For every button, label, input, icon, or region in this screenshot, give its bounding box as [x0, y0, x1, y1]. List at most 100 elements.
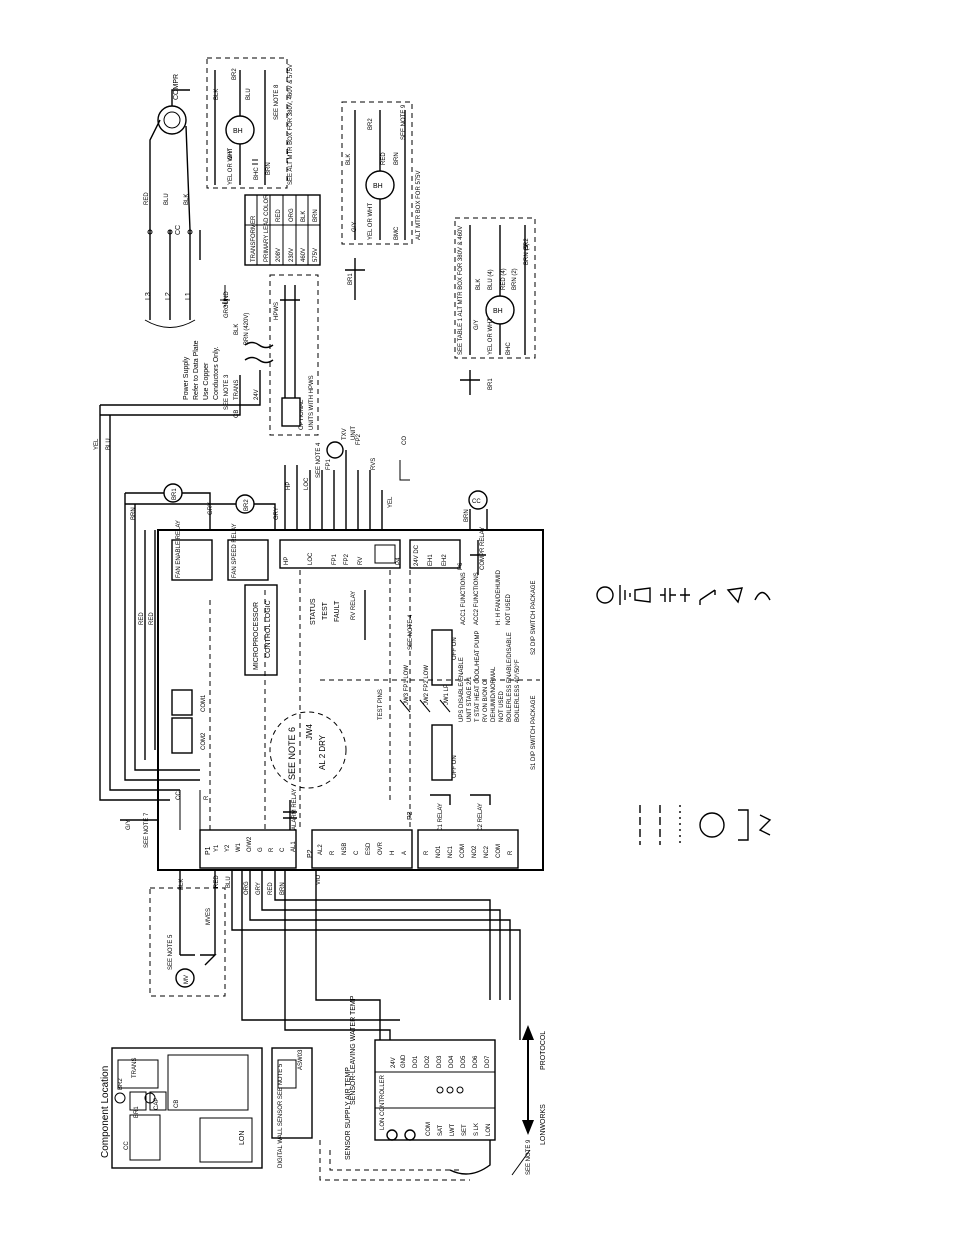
p3-no1: NO1	[436, 845, 442, 858]
left-harness: RED RED SEE NOTE 7 G/Y CC R	[99, 405, 210, 848]
lon-term-sat: SAT	[438, 1124, 444, 1136]
control-board: MICROPROCESSOR CONTROL LOGIC FAN ENABLE …	[157, 520, 544, 871]
trans-24v: 24V	[254, 389, 260, 400]
fan-enable-relay: FAN ENABLE RELAY	[176, 520, 182, 578]
s2-label: S2 DIP SWITCH PACKAGE	[531, 581, 537, 655]
transformer-table: TRANSFORMER PRIMARY LEAD COLOR 208V RED …	[244, 194, 321, 266]
term-eh1: EH1	[428, 554, 434, 566]
legend-relay-icon	[680, 588, 690, 602]
motor3-brn5: BRN (5)	[524, 243, 530, 265]
compr-wire-red: RED	[144, 192, 150, 205]
blower-relays-right: BR1 BR1 BR2	[345, 238, 530, 395]
p1-y2: Y2	[225, 844, 231, 852]
p2-ovr: OVR	[378, 841, 384, 855]
trans-row1-v: 208V	[276, 248, 282, 262]
power-supply-line3: Use Copper	[203, 362, 210, 400]
sensor-txv: TXV	[342, 428, 348, 440]
left-cc: CC	[176, 791, 182, 800]
s1-item-7: BOILERLESS 40°/50°F	[515, 659, 521, 722]
term-24vdc: 24V DC	[414, 544, 420, 566]
s2-item-hfan: H: H FAN/DEHUMID	[496, 569, 502, 625]
motor3-blk: BLK	[476, 279, 482, 290]
acc1-relay: ACC1 RELAY	[438, 803, 444, 840]
p1-ow2: O/W2	[247, 836, 253, 852]
motor-box-2: BH ALT MTR BOX FOR 575V SEE NOTE 9 BLK B…	[341, 101, 422, 245]
legend-pressure-icon	[726, 587, 743, 604]
mv-wire-blu: BLU	[226, 876, 232, 888]
power-supply-title: Power Supply	[183, 356, 190, 400]
p2-h: H	[390, 851, 396, 855]
component-location-panel: Component Location LON CC CAP CB BR2 BR1…	[100, 1047, 263, 1169]
lon-controller: LON CONTROLLER 24V GND DO1 DO2 DO3 DO4 D…	[374, 1039, 496, 1141]
br2-label-a: BR2	[524, 238, 530, 250]
lon-term-lwt: LWT	[450, 1123, 456, 1136]
lon-term-lon: LON	[486, 1124, 492, 1136]
trans-row4-v: 575V	[313, 248, 319, 262]
legend-thermal-icon	[758, 814, 772, 836]
motor3-gy: G/Y	[474, 320, 480, 330]
motor2-bmc: BMC	[394, 226, 400, 240]
s2-item-notused: NOT USED	[506, 593, 512, 625]
legend-ground-icon	[619, 585, 631, 605]
p1-al1: AL1	[291, 841, 297, 852]
p1-g: G	[258, 847, 264, 852]
al2-dry: AL 2 DRY	[318, 734, 327, 770]
jw3-label: JW3 FP1 LOW	[404, 665, 410, 705]
legend-symbols	[596, 585, 772, 845]
s2-off-on: OFF ON	[452, 637, 458, 660]
test-led: TEST	[322, 601, 329, 620]
compr-wire-blk: BLK	[184, 194, 190, 205]
sensor-note4: SEE NOTE 4	[316, 442, 322, 478]
trans-row3-c: BLK	[301, 211, 307, 222]
sensor-supply-air: SENSOR SUPPLY AIR TEMP	[345, 1067, 352, 1160]
safety-sensors: HP LOC SEE NOTE 4 FP1 TXV UNIT FP2 RVS C…	[284, 426, 488, 530]
motor3-bhc: BHC	[506, 342, 512, 355]
motor1-title: SEE ALT MTR BOX FOR 380V, 460V & 575V	[288, 64, 294, 185]
hpws-optional: HPWS OPTIONAL UNITS WITH HPWS BLK BRN (4…	[234, 274, 319, 436]
l1-label: L1	[185, 292, 192, 300]
motor2-red: RED	[381, 152, 387, 165]
p2-label: P2	[307, 849, 314, 858]
compressor: COMPR RED BLU BLK	[144, 74, 191, 231]
p3-nc2: NC2	[484, 845, 490, 858]
sensor-loc: LOC	[304, 477, 310, 490]
s1-label: S1 DIP SWITCH PACKAGE	[531, 696, 537, 770]
p3-r2: R	[508, 850, 514, 855]
motor3-blu4: BLU (4)	[488, 269, 494, 290]
hpws-optional-label: OPTIONAL	[299, 399, 305, 430]
p3-r: R	[424, 850, 430, 855]
left-wire-red2: RED	[149, 612, 155, 625]
lon-term-set: SET	[462, 1124, 468, 1136]
mves-label: MVES	[206, 908, 212, 925]
top-term-loc: LOC	[308, 552, 314, 565]
sensor-fp1: FP1	[326, 458, 332, 470]
trans-row3-v: 460V	[301, 248, 307, 262]
jw4-label: JW4	[305, 723, 314, 740]
wall-sensor: ASW03 DIGITAL WALL SENSOR SEE NOTE 5	[271, 1047, 313, 1168]
see-note-6: SEE NOTE 6	[287, 727, 297, 780]
motor1-yel: YEL OR WHT	[228, 148, 234, 185]
lon-term-do7: DO7	[485, 1055, 491, 1068]
br2-circle: BR2	[244, 499, 250, 511]
br-wire-brn: BRN	[131, 507, 137, 520]
top-term-p4: P4	[396, 557, 402, 565]
motor1-blk: BLK	[214, 89, 220, 100]
p2-c: C	[354, 850, 360, 855]
bottom-harness: ORG GRY RED BRN VIO	[231, 870, 521, 1040]
s1-item-1: UNIT STAGE 2/1	[467, 676, 473, 722]
legend-solenoid-icon	[634, 587, 651, 603]
lon-term-do6: DO6	[473, 1055, 479, 1068]
motor1-note: SEE NOTE 8	[274, 84, 280, 120]
br-wire-gry: GRY	[208, 502, 214, 515]
p3-com1: COM	[460, 844, 466, 858]
bot-wire-red: RED	[268, 882, 274, 895]
motor1-brn: BRN	[266, 162, 272, 175]
lon-term-do4: DO4	[449, 1055, 455, 1068]
s1-item-3: RV ON B/ON O	[483, 680, 489, 722]
motor-box-1: BH SEE ALT MTR BOX FOR 380V, 460V & 575V…	[206, 57, 294, 189]
top-term-fp2: FP2	[344, 553, 350, 565]
left-see-note-7: SEE NOTE 7	[144, 812, 150, 848]
lon-term-com: COM	[426, 1122, 432, 1136]
lon-sensors: SENSOR-LEAVING WATER TEMP SENSOR SUPPLY …	[319, 995, 532, 1181]
top-term-fp1: FP1	[332, 553, 338, 565]
